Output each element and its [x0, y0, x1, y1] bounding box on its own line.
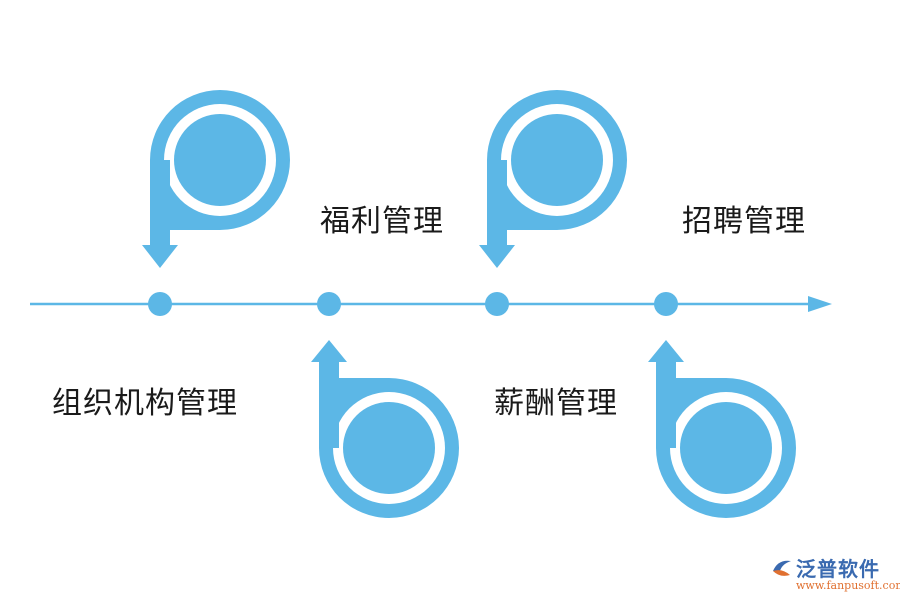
b-loop-arrow-up-icon: [648, 340, 796, 518]
stage-label-3: 薪酬管理: [494, 386, 618, 421]
timeline-node-1: [148, 292, 172, 316]
timeline-node-4: [654, 292, 678, 316]
logo-mark-icon: [773, 560, 791, 576]
p-loop-arrow-down-icon: [142, 90, 290, 268]
timeline-node-2: [317, 292, 341, 316]
stage-label-1: 组织机构管理: [52, 386, 238, 421]
b-loop-arrow-up-icon: [311, 340, 459, 518]
timeline-node-3: [485, 292, 509, 316]
brand-logo: 泛普软件 www.fanpusoft.com: [770, 553, 900, 598]
timeline-arrowhead: [808, 296, 832, 312]
p-loop-arrow-down-icon: [479, 90, 627, 268]
logo-url: www.fanpusoft.com: [796, 579, 900, 592]
logo-name: 泛普软件: [796, 557, 880, 581]
stage-label-2: 福利管理: [320, 204, 444, 239]
stage-label-4: 招聘管理: [682, 204, 806, 239]
